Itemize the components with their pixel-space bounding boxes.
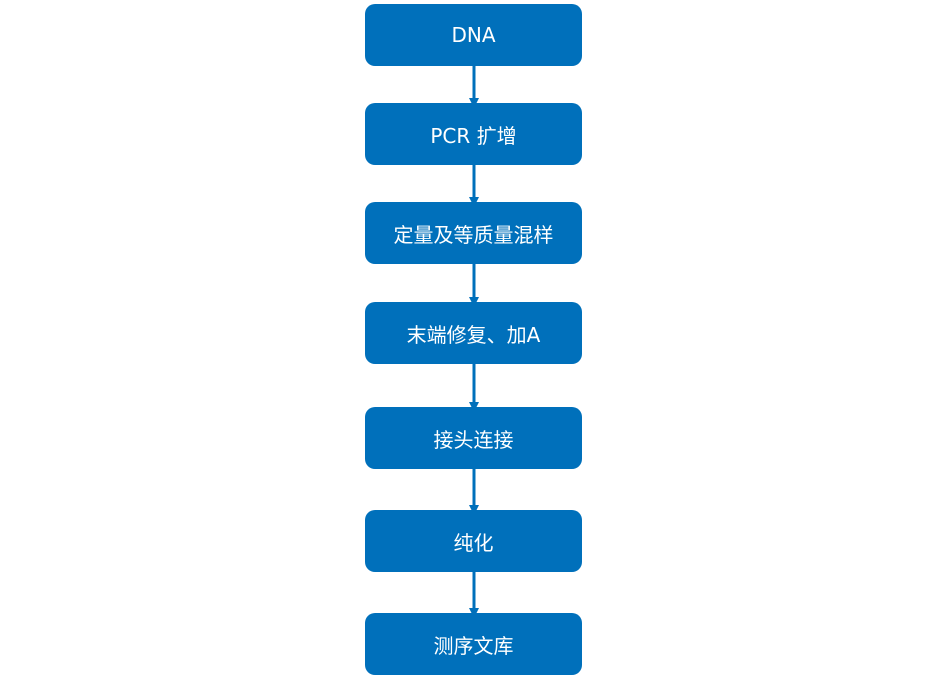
step-quantification-pooling: 定量及等质量混样 bbox=[365, 202, 582, 264]
step-pcr-amplification: PCR 扩增 bbox=[365, 103, 582, 165]
step-end-repair-a-tailing: 末端修复、加A bbox=[365, 302, 582, 364]
step-dna: DNA bbox=[365, 4, 582, 66]
step-adapter-ligation: 接头连接 bbox=[365, 407, 582, 469]
step-purification: 纯化 bbox=[365, 510, 582, 572]
step-sequencing-library: 测序文库 bbox=[365, 613, 582, 675]
